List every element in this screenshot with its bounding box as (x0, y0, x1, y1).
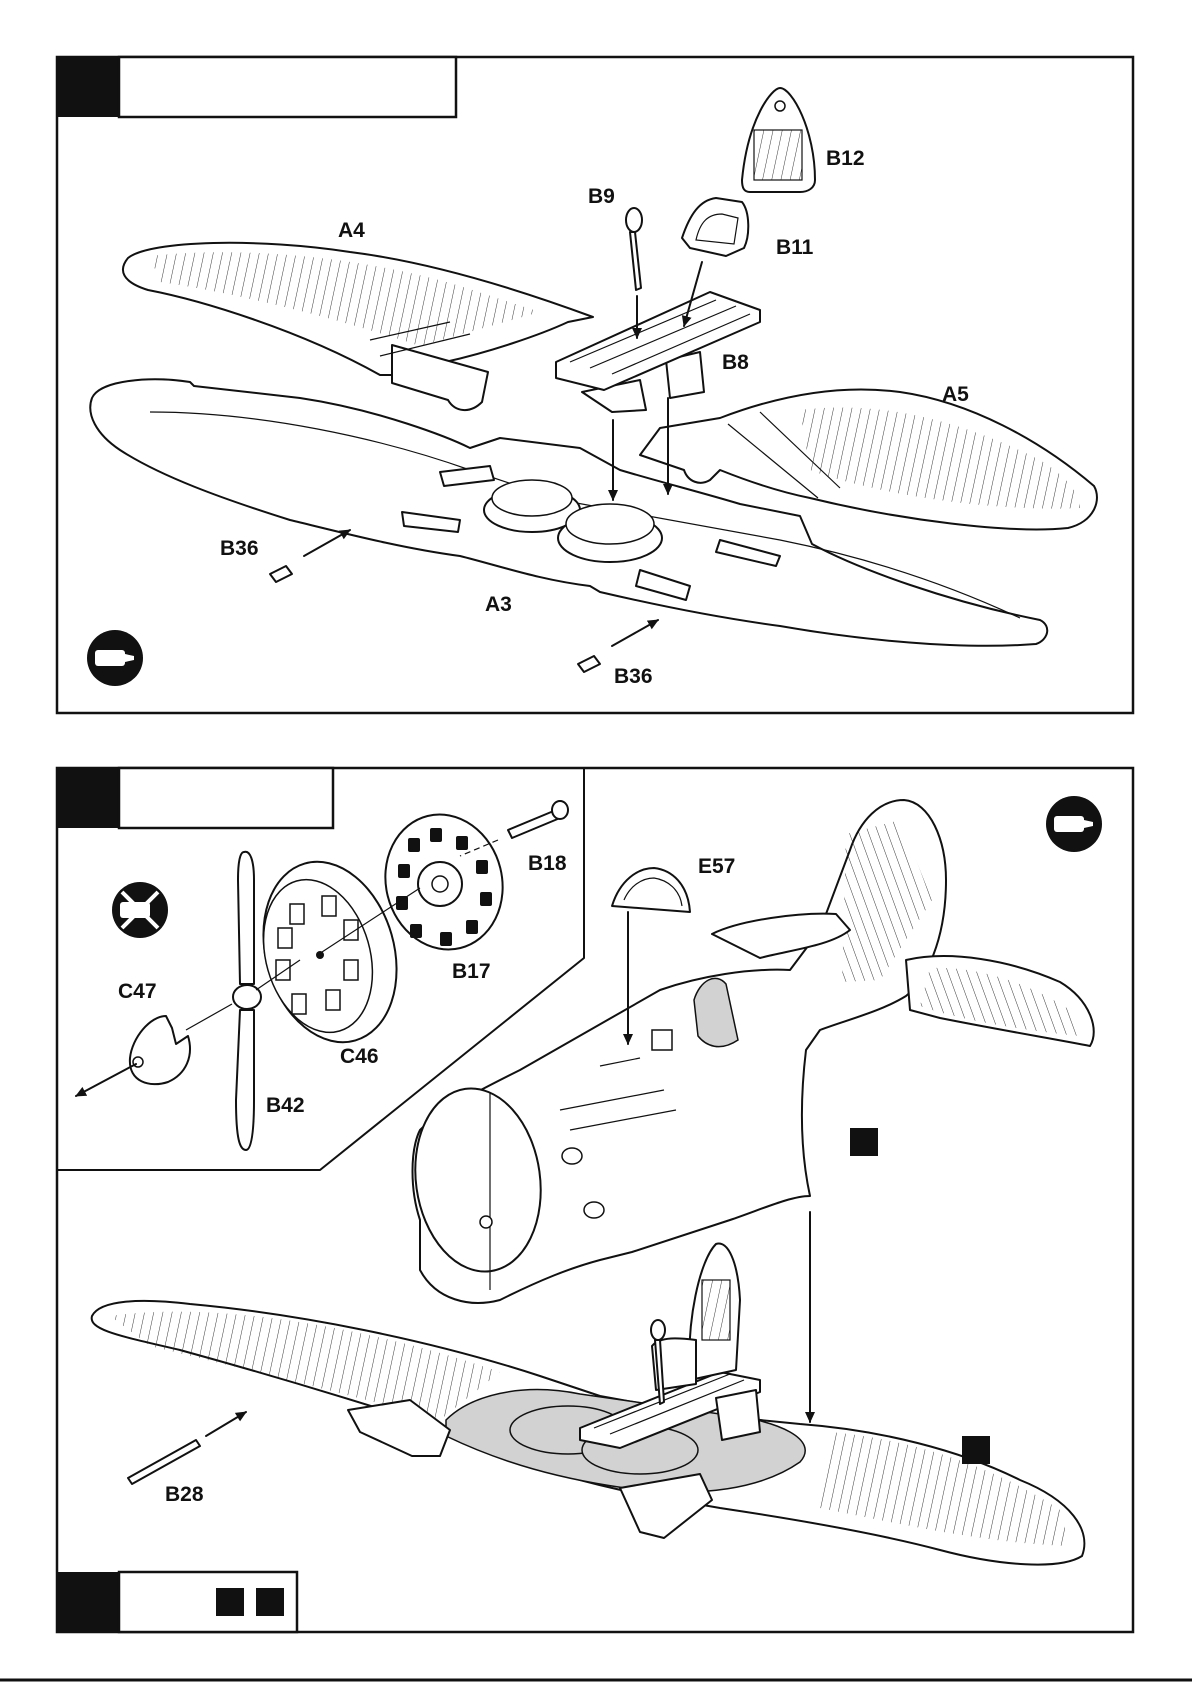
label-a5: A5 (942, 383, 969, 406)
label-b36-left: B36 (220, 537, 259, 560)
fuselage-assembly (404, 800, 1094, 1303)
canopy-part-e57 (612, 868, 690, 912)
reference-marker-square-2 (962, 1436, 990, 1464)
spinner-part-c47 (130, 1016, 190, 1084)
label-b28: B28 (165, 1483, 204, 1506)
step-1-number-box (57, 57, 456, 117)
label-b42: B42 (266, 1094, 305, 1117)
label-b18: B18 (528, 852, 567, 875)
label-b36-right: B36 (614, 665, 653, 688)
reference-marker-square (850, 1128, 878, 1156)
label-b9: B9 (588, 185, 615, 208)
seat-back-part-b12 (742, 88, 815, 192)
seat-assembly (580, 1244, 760, 1448)
step-1-panel: A4 B12 B11 B9 B8 (57, 57, 1133, 713)
seat-part-b11 (682, 198, 748, 256)
label-a3: A3 (485, 593, 512, 616)
pin-part-b28 (128, 1412, 246, 1484)
label-b11: B11 (776, 236, 814, 259)
label-b17: B17 (452, 960, 491, 983)
propeller-part-b42 (233, 852, 261, 1150)
label-c47: C47 (118, 980, 157, 1003)
step-2-number-box (57, 768, 333, 828)
label-a4: A4 (338, 219, 365, 242)
step-2-panel: B42 C47 C46 (57, 768, 1133, 1632)
control-stick-part-b9 (626, 208, 642, 290)
pin-part-b36-left (270, 530, 350, 582)
label-e57: E57 (698, 855, 735, 878)
label-b12: B12 (826, 147, 865, 170)
glue-tube-icon (87, 630, 143, 686)
step-2-reference-box (57, 1572, 297, 1632)
label-b8: B8 (722, 351, 749, 374)
label-c46: C46 (340, 1045, 379, 1068)
pin-part-b18 (508, 801, 568, 838)
no-glue-icon (112, 882, 168, 938)
glue-tube-icon-2 (1046, 796, 1102, 852)
